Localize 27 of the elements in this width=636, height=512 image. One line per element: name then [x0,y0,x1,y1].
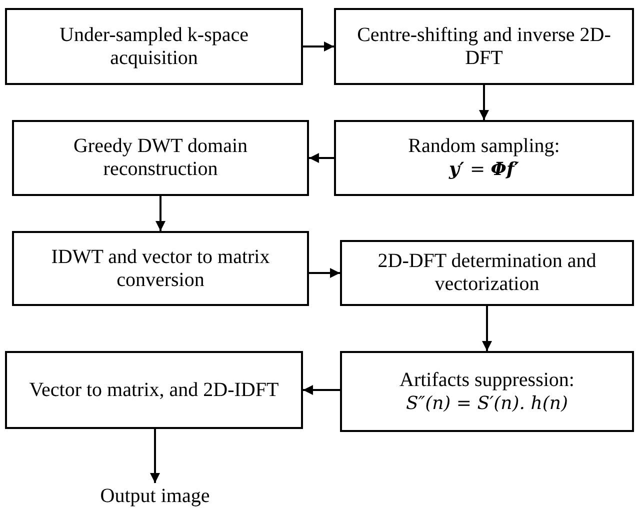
box-text: Greedy DWT domain reconstruction [72,135,249,181]
arrow [150,429,160,483]
arrow [303,385,340,395]
box-text: Artifacts suppression: [400,368,574,392]
arrow [482,306,492,351]
process-box [340,351,634,432]
formula: S″(n) = S′(n). h(n) [406,394,568,414]
process-box [5,351,303,429]
arrow [309,268,340,278]
arrow [479,85,489,120]
formula: y′ = Φf′ [449,160,519,181]
box-text: Centre-shifting and inverse 2D-DFT [356,24,612,70]
box-text: 2D-DFT determination and vectorization [376,250,598,296]
box-text: Output image [100,484,210,508]
process-box [5,8,303,85]
process-box [12,120,309,196]
process-box [340,240,634,306]
box-text: Random sampling: [408,135,560,158]
box-text: IDWT and vector to matrix conversion [50,246,271,292]
process-box [334,8,634,85]
arrow [156,196,166,231]
process-box [334,120,634,196]
arrow [303,42,334,52]
box-text: Under-sampled k-space acquisition [58,24,250,70]
arrow [309,153,334,163]
box-text: Vector to matrix, and 2D-IDFT [29,378,279,402]
process-box [12,231,309,306]
